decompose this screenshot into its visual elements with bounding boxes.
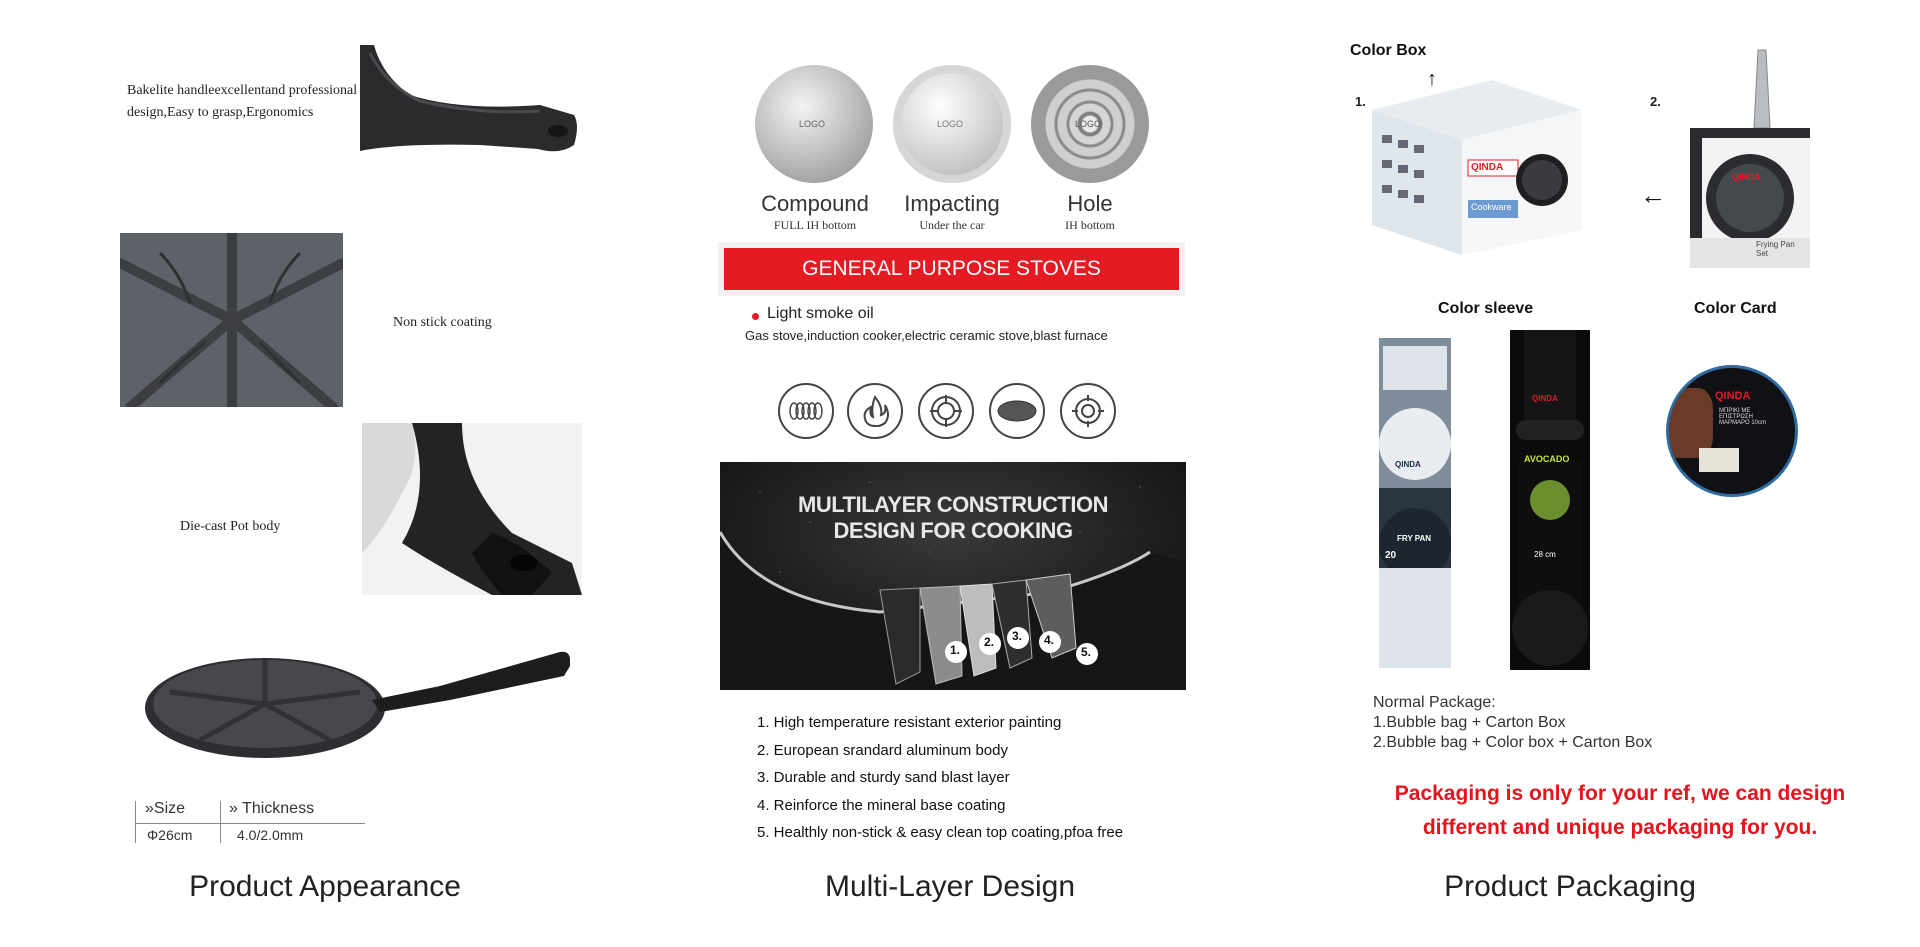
layer-item: 2. European srandard aluminum body [757,741,1008,759]
general-purpose-stoves-banner: GENERAL PURPOSE STOVES [724,248,1179,290]
product-appearance-title: Product Appearance [189,870,461,903]
construction-title-line1: MULTILAYER CONSTRUCTION [798,492,1108,517]
hole-sub: IH bottom [1065,218,1115,232]
size-value: Φ26cm [147,827,193,843]
color-card-label: Color Card [1694,300,1777,317]
size-label: »Size [145,800,186,817]
layer-item: 5. Healthly non-stick & easy clean top c… [757,824,1124,841]
multilayer-construction-image: MULTILAYER CONSTRUCTION DESIGN FOR COOKI… [720,462,1186,690]
induction-icon [1060,383,1116,439]
compound-bottom-disc: LOGO [755,65,873,183]
color-sleeve-1-image: QINDA FRY PAN 20 [1379,338,1451,668]
layer-item: 3. Durable and sturdy sand blast layer [757,769,1010,786]
layer-number: 4. [1044,633,1055,647]
construction-title-line2: DESIGN FOR COOKING [833,518,1073,543]
sleeve-2-size: 28 cm [1534,550,1556,559]
smoke-oil-label: Light smoke oil [767,305,874,322]
coating-feature-text: Non stick coating [393,315,492,330]
stoves-list-text: Gas stove,induction cooker,electric cera… [745,328,1108,343]
color-sleeve-label: Color sleeve [1438,300,1534,317]
logo-mark: LOGO [937,119,964,129]
sleeve-1-size: 20 [1385,550,1397,561]
impacting-label: Impacting [904,191,1000,216]
coil-icon [778,383,834,439]
normal-package-option-1: 1.Bubble bag + Carton Box [1373,714,1566,731]
thickness-value: 4.0/2.0mm [237,827,304,843]
layer-item: 4. Reinforce the mineral base coating [757,796,1006,814]
logo-mark: LOGO [1075,119,1102,129]
color-box-brand: QINDA [1471,162,1504,173]
hole-bottom-disc: LOGO [1031,65,1149,183]
left-arrow-icon: ← [1640,180,1666,210]
handle-feature-text: Bakelite handleexcellentand professional… [127,83,358,120]
layer-number: 5. [1081,645,1092,659]
logo-mark: LOGO [799,119,826,129]
normal-package-option-2: 2.Bubble bag + Color box + Carton Box [1373,734,1653,751]
color-sleeve-2-image: QINDA AVOCADO 28 cm [1510,330,1590,670]
compound-sub: FULL IH bottom [773,218,857,232]
sleeve-2-label: AVOCADO [1524,454,1570,464]
normal-package-title: Normal Package: [1373,694,1496,711]
sleeve-1-label: FRY PAN [1397,534,1432,543]
color-card-image: QINDA ΜΠΡΙΚΙ ΜΕ ΕΠΙΣΤΡΩΣΗ ΜΑΡΜΑΡΟ 10cm [1666,365,1798,497]
up-arrow-icon: ↑ [1427,68,1437,90]
normal-package-info: Normal Package: 1.Bubble bag + Carton Bo… [1373,693,1652,753]
color-box-text: Cookware [1471,202,1512,212]
bakelite-handle-image [360,45,577,152]
package-number-2: 2. [1650,94,1661,109]
color-card-brand: QINDA [1715,390,1751,402]
flame-icon [847,383,903,439]
impacting-bottom-disc: LOGO [893,65,1011,183]
packaging-note-line2: different and unique packaging for you. [1422,816,1818,839]
color-box-2-text: Frying Pan Set [1756,240,1795,258]
sleeve-2-brand: QINDA [1532,394,1558,403]
multi-layer-design-title: Multi-Layer Design [824,870,1076,903]
non-stick-coating-image [120,233,343,407]
color-card-text: ΜΠΡΙΚΙ ΜΕ ΕΠΙΣΤΡΩΣΗ ΜΑΡΜΑΡΟ 10cm [1719,408,1767,426]
sleeve-1-brand: QINDA [1395,460,1421,469]
product-packaging-title: Product Packaging [1444,870,1696,903]
package-number-1: 1. [1355,94,1366,109]
die-cast-body-image [362,423,582,595]
ceramic-plate-icon [989,383,1045,439]
smoke-oil-bullet [752,313,759,320]
thickness-label: » Thickness [229,800,315,817]
layer-number: 3. [1012,629,1023,643]
color-box-label: Color Box [1350,42,1427,59]
pot-body-feature-text: Die-cast Pot body [180,519,281,534]
layer-list: 1. High temperature resistant exterior p… [757,714,1177,852]
layer-number: 1. [950,643,961,657]
hole-label: Hole [1067,191,1113,216]
layer-item: 1. High temperature resistant exterior p… [757,714,1062,731]
impacting-sub: Under the car [919,218,985,232]
color-box-2-brand: QINDA [1732,172,1761,182]
heart-pan-image [145,651,570,758]
color-box-2-image [1690,49,1810,268]
burner-icon [918,383,974,439]
packaging-note-line1: Packaging is only for your ref, we can d… [1394,782,1846,805]
color-box-image [1372,80,1582,255]
packaging-note: Packaging is only for your ref, we can d… [1360,777,1880,845]
spec-table: »Size » Thickness Φ26cm 4.0/2.0mm [135,797,365,845]
compound-label: Compound [761,191,869,216]
layer-number: 2. [984,635,995,649]
